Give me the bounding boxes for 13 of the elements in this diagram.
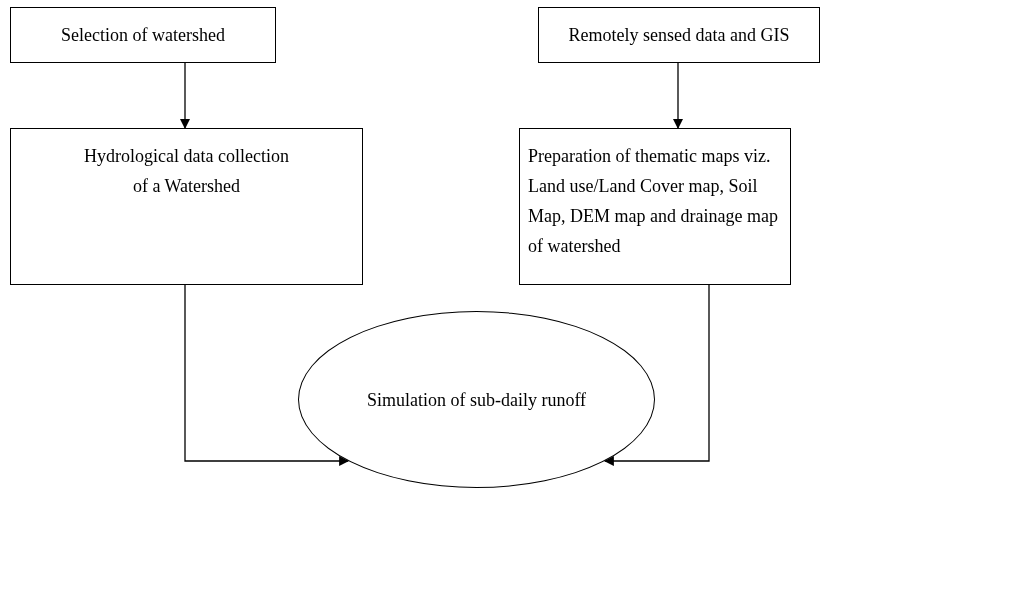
arrow (180, 62, 190, 129)
node-text: Hydrological data collection of a Watershed (83, 145, 290, 198)
process-box (538, 7, 820, 63)
node-text: Preparation of thematic maps viz. Land use/Land Cover map, Soil Map, DEM map and drainage map of watershed (528, 145, 779, 258)
node-text: Selection of watershed (61, 24, 225, 47)
arrow (184, 284, 350, 466)
arrow (603, 284, 710, 466)
process-box (10, 7, 276, 63)
arrow (673, 62, 683, 129)
process-box (519, 128, 791, 285)
node-text: Simulation of sub-daily runoff (366, 388, 587, 412)
node-text: Remotely sensed data and GIS (568, 24, 790, 47)
process-box (10, 128, 363, 285)
